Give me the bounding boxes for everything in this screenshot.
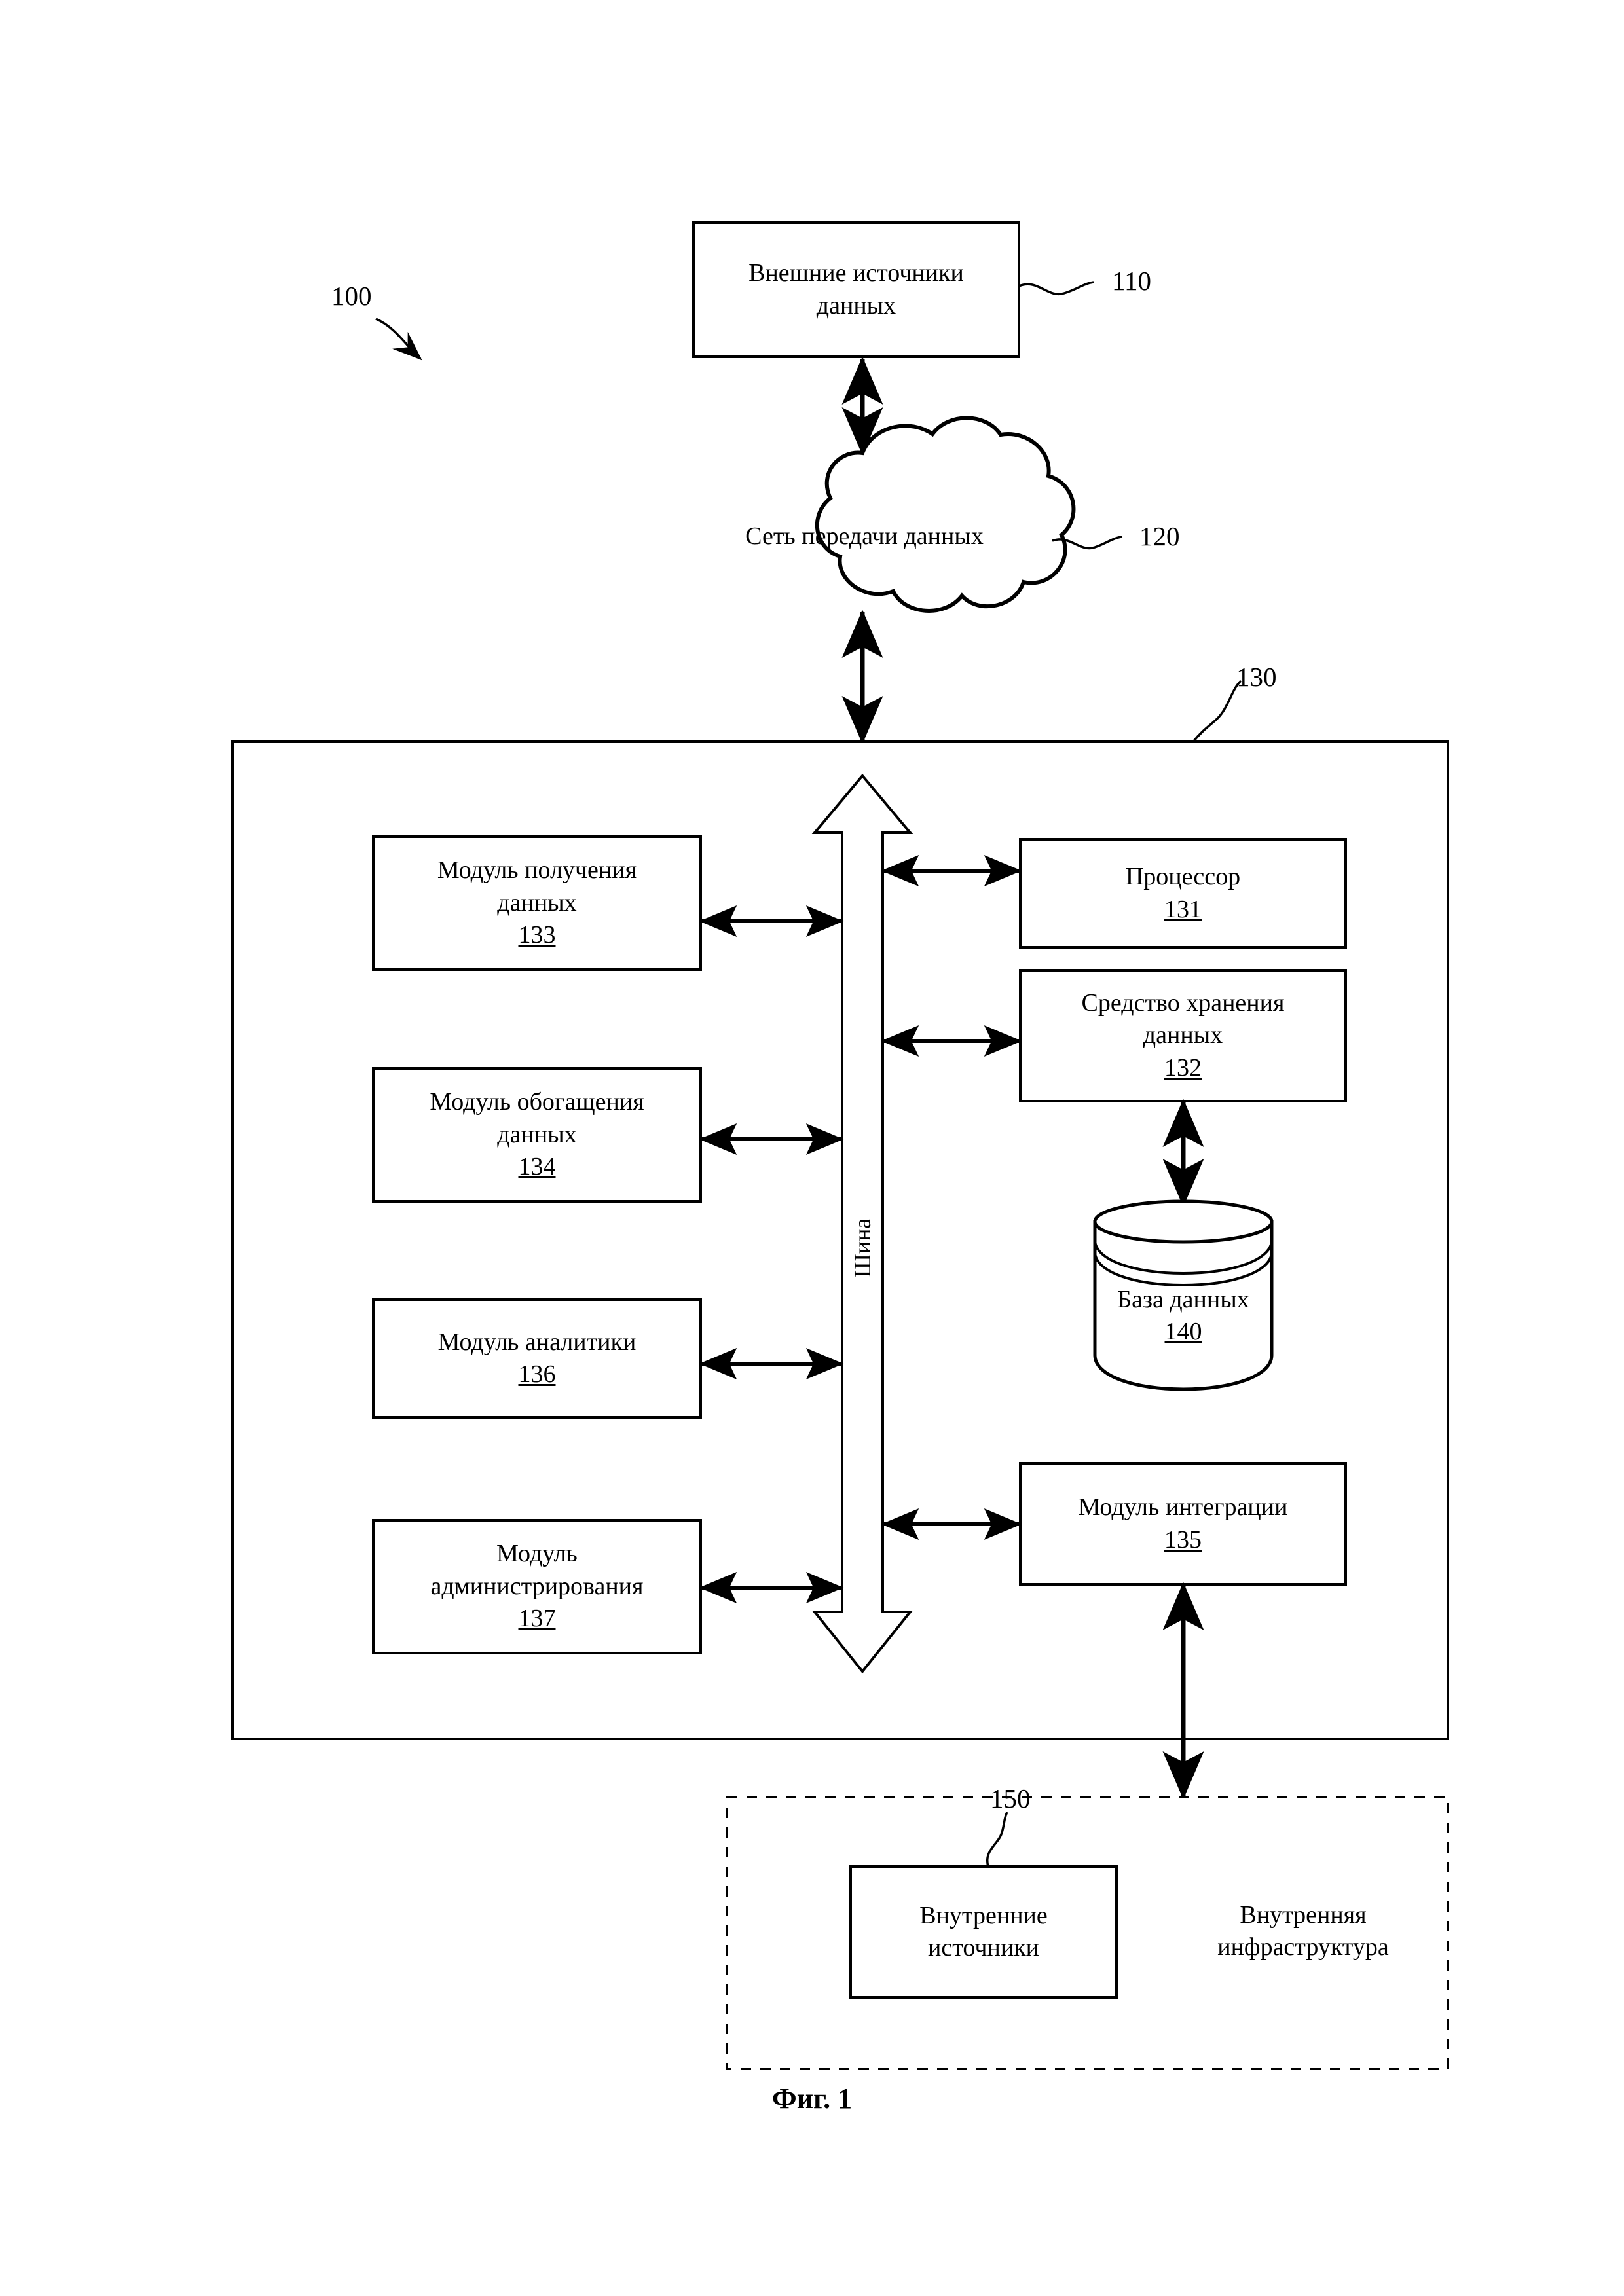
ref-150: 150 [990,1783,1031,1813]
ref-120: 120 [1139,521,1180,551]
leader-130 [1192,680,1242,743]
leader-100 [375,318,422,361]
leader-110 [1018,281,1094,296]
enrichment-module-box [372,1067,702,1203]
leader-150 [986,1812,1008,1867]
external-sources-box [692,221,1020,358]
processor-box [1019,838,1347,949]
ref-110: 110 [1112,266,1151,296]
storage-box [1019,969,1347,1102]
ref-100: 100 [331,281,372,311]
database-cylinder [1093,1199,1274,1391]
ref-130: 130 [1236,662,1277,692]
leader-120 [1052,536,1123,550]
administration-module-box [372,1519,702,1654]
acquisition-module-box [372,835,702,971]
bus-arrow [811,773,913,1674]
figure-caption: Фиг. 1 [771,2083,853,2115]
analytics-module-box [372,1298,702,1419]
integration-module-box [1019,1462,1347,1586]
bus-label: Шина [849,1218,876,1278]
internal-sources-box [849,1865,1118,1999]
network-cloud [815,416,1076,613]
